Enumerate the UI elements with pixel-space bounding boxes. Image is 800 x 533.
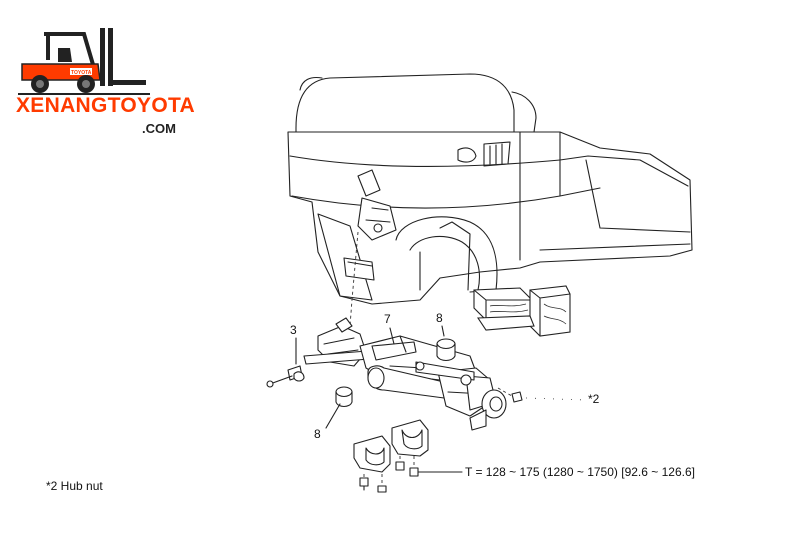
callout-3: 3 <box>290 323 297 337</box>
callout-8-top: 8 <box>436 311 443 325</box>
logo-domain-text: .COM <box>142 121 176 136</box>
footnote-hub-nut: *2 Hub nut <box>46 479 103 493</box>
logo-brand-text: XENANGTOYOTA <box>16 94 196 117</box>
forklift-logo-icon <box>18 28 150 95</box>
callout-7: 7 <box>384 312 391 326</box>
axle-caps-and-bolts <box>353 419 463 493</box>
rear-axle-assembly <box>266 317 587 431</box>
vehicle-body <box>287 73 693 327</box>
leader-8-bottom <box>325 403 341 429</box>
leader-7 <box>389 327 395 345</box>
wooden-blocks <box>473 285 571 337</box>
bushing-top <box>436 338 456 362</box>
callout-8-bottom: 8 <box>314 427 321 441</box>
svg-text:TOYOTA: TOYOTA <box>71 70 92 76</box>
logo-plate-text: TOYOTA <box>71 70 92 76</box>
bushing-bottom <box>335 386 353 408</box>
callout-star2: *2 <box>588 392 600 406</box>
torque-specification: T = 128 ~ 175 (1280 ~ 1750) [92.6 ~ 126.… <box>465 465 695 479</box>
leader-8-top <box>441 325 445 337</box>
